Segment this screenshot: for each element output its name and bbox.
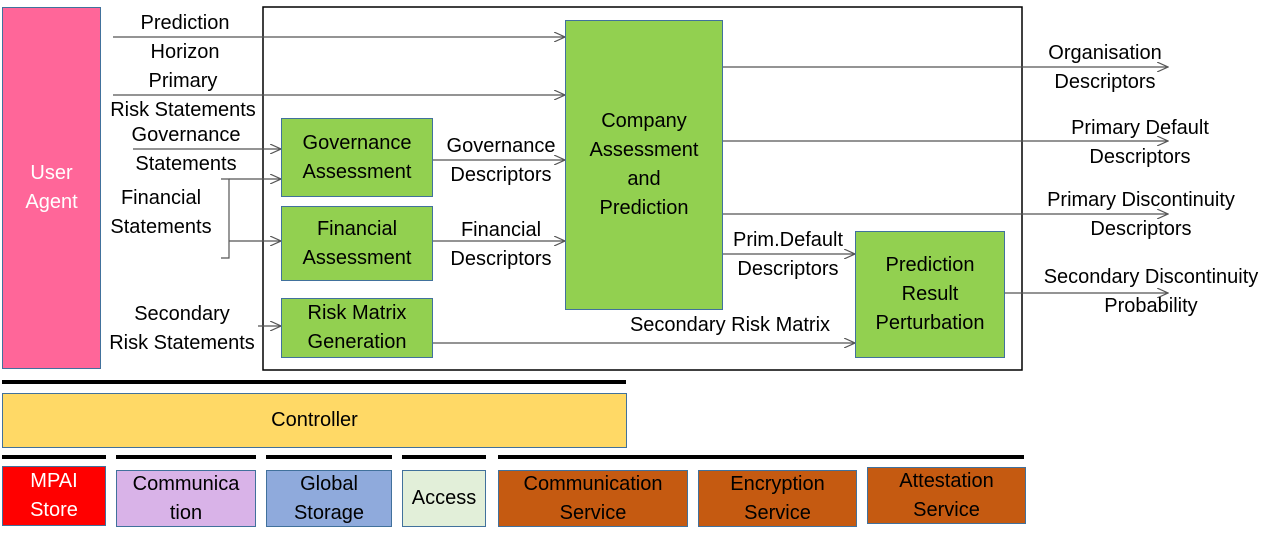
mpai-store-box: MPAI Store [2,466,106,526]
financial-assessment-label: Financial Assessment [302,217,412,269]
controller-label: Controller [271,409,358,431]
governance-assessment-label: Governance Assessment [302,131,412,183]
label-governance-statements: Governance Statements [131,124,241,175]
label-financial-descriptors: Financial Descriptors [450,219,552,270]
company-assessment-label: Company Assessment and Prediction [589,110,699,219]
access-label: Access [411,487,477,509]
separator-access [402,455,486,459]
user-agent-box: User Agent [2,7,101,369]
label-governance-descriptors: Governance Descriptors [446,135,556,186]
label-organisation-descriptors: Organisation Descriptors [1048,42,1162,93]
label-primary-risk: Primary Risk Statements [110,70,256,121]
global-storage-box: Global Storage [266,470,392,527]
attestation-service-box: Attestation Service [867,467,1026,524]
prediction-perturbation-box: Prediction Result Perturbation [855,231,1005,358]
access-box: Access [402,470,486,527]
separator-services [498,455,1024,459]
communication-box: Communica tion [116,470,256,527]
separator-mpai-store [2,455,106,459]
financial-bracket [221,178,230,259]
company-assessment-box: Company Assessment and Prediction [565,20,723,310]
user-agent-label: User Agent [25,162,78,213]
mpai-store-label: MPAI Store [30,470,78,521]
encryption-service-box: Encryption Service [698,470,857,527]
risk-matrix-generation-box: Risk Matrix Generation [281,298,433,358]
communication-service-label: Communication Service [523,472,663,524]
communication-label: Communica tion [132,472,240,524]
controller-box: Controller [2,393,627,448]
label-secondary-discontinuity-probability: Secondary Discontinuity Probability [1043,266,1259,317]
label-prediction-horizon: Prediction Horizon [140,12,230,63]
label-primary-discontinuity-descriptors: Primary Discontinuity Descriptors [1047,189,1235,240]
label-secondary-risk: Secondary Risk Statements [109,303,255,354]
attestation-service-label: Attestation Service [899,469,994,521]
separator-global-storage [266,455,392,459]
governance-assessment-box: Governance Assessment [281,118,433,197]
aiw-frame [262,6,1023,371]
prediction-perturbation-label: Prediction Result Perturbation [875,254,985,334]
encryption-service-label: Encryption Service [730,472,825,524]
label-financial-statements: Financial Statements [110,187,212,238]
risk-matrix-generation-label: Risk Matrix Generation [307,302,407,353]
financial-assessment-box: Financial Assessment [281,206,433,281]
label-prim-default-descriptors: Prim.Default Descriptors [732,229,844,280]
separator-communication [116,455,256,459]
communication-service-box: Communication Service [498,470,688,527]
global-storage-label: Global Storage [293,472,365,524]
label-secondary-risk-matrix: Secondary Risk Matrix [629,314,831,336]
label-primary-default-descriptors: Primary Default Descriptors [1071,117,1209,168]
separator-top [2,380,626,384]
